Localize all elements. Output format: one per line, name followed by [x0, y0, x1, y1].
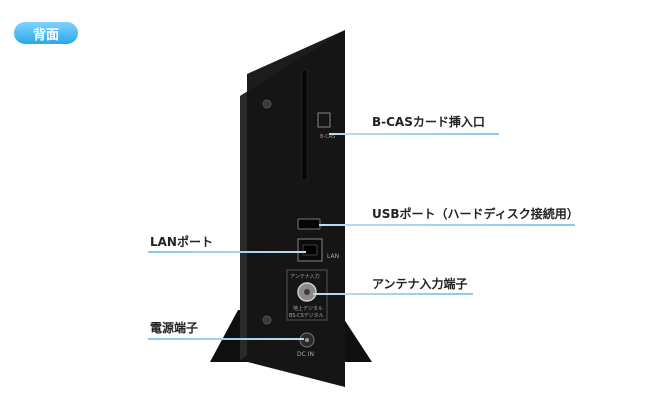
- screw-bottom: [262, 315, 272, 325]
- leader-lan: [148, 251, 306, 253]
- antenna-head-text: アンテナ入力: [290, 273, 320, 280]
- lan-port-text: LAN: [327, 253, 339, 260]
- label-usb-port: USBポート（ハードディスク接続用）: [372, 207, 579, 221]
- leader-bcas: [329, 133, 499, 135]
- device-edge-highlight: [240, 92, 247, 360]
- antenna-sub1-text: 地上デジタル: [293, 305, 323, 312]
- label-antenna-input: アンテナ入力端子: [372, 277, 468, 291]
- dc-in-text: DC IN: [297, 351, 314, 358]
- section-badge: 背面: [14, 22, 78, 44]
- label-bcas-slot: B-CASカード挿入口: [372, 115, 485, 129]
- dc-in-pin: [305, 338, 309, 342]
- leader-antenna: [313, 293, 473, 295]
- label-power-port: 電源端子: [150, 321, 199, 335]
- usb-port: [297, 218, 321, 230]
- antenna-sub2-text: BS·CSデジタル: [289, 312, 324, 319]
- screw-top: [262, 99, 272, 109]
- label-lan-port: LANポート: [150, 235, 213, 249]
- lan-port-inner: [302, 244, 318, 256]
- bcas-card-slot: [301, 69, 308, 181]
- leader-power: [148, 338, 304, 340]
- antenna-connector-core: [304, 289, 310, 295]
- antenna-frame: [286, 269, 328, 321]
- leader-usb: [319, 224, 575, 226]
- bcas-port-text: B-CAS: [320, 134, 335, 140]
- device-rear-panel: [240, 30, 345, 387]
- card-icon: [317, 112, 331, 128]
